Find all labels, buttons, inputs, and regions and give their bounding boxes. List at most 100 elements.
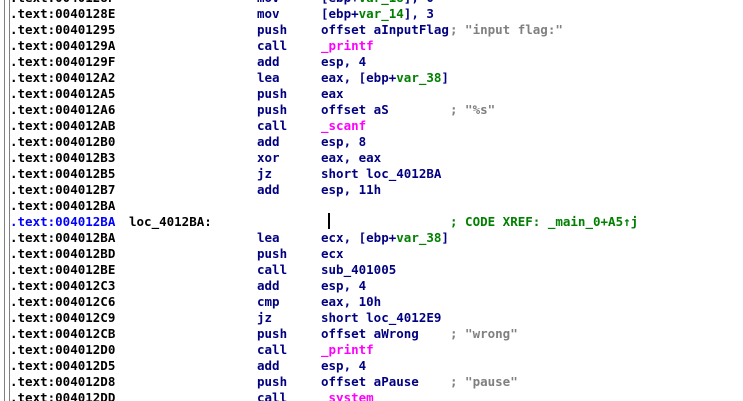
instruction-operands: _printf bbox=[321, 38, 374, 54]
instruction-operands: offset aInputFlag bbox=[321, 22, 449, 38]
disasm-line[interactable]: .text:004012A5 push eax bbox=[0, 86, 743, 102]
line-address: .text:0040128E bbox=[10, 6, 116, 21]
address-segment: .text: bbox=[10, 214, 56, 229]
instruction-mnemonic: call bbox=[257, 342, 288, 357]
instruction-operands: eax, eax bbox=[321, 150, 381, 166]
operand-text: ecx, [ebp+ bbox=[321, 230, 397, 245]
flow-arrow-gutter bbox=[4, 0, 10, 401]
string-comment: ; "wrong" bbox=[450, 326, 518, 341]
address-offset: 004012BA bbox=[55, 214, 116, 229]
instruction-mnemonic: push bbox=[257, 246, 288, 261]
instruction-operands: offset aPause bbox=[321, 374, 419, 390]
instruction-operands: esp, 8 bbox=[321, 134, 366, 150]
line-address: .text:004012D5 bbox=[10, 358, 116, 373]
instruction-mnemonic: push bbox=[257, 374, 288, 389]
instruction-operands: short loc_4012E9 bbox=[321, 310, 441, 326]
operand-text: ] bbox=[441, 230, 449, 245]
instruction-mnemonic: lea bbox=[257, 70, 280, 85]
operand-text: offset aS bbox=[321, 102, 389, 117]
disasm-line[interactable]: .text:004012BA loc_4012BA: ; CODE XREF: _m… bbox=[0, 214, 743, 230]
instruction-mnemonic: lea bbox=[257, 230, 280, 245]
disasm-line[interactable]: .text:004012CB push offset aWrong ; "wrong" bbox=[0, 326, 743, 342]
instruction-operands: [ebp+var_14], 3 bbox=[321, 6, 434, 22]
operand-text: short loc_4012E9 bbox=[321, 310, 442, 325]
instruction-mnemonic: push bbox=[257, 86, 288, 101]
disasm-line[interactable]: .text:004012BA bbox=[0, 198, 743, 214]
disasm-line[interactable]: .text:004012A6 push offset aS ; "%s" bbox=[0, 102, 743, 118]
instruction-operands: _system bbox=[321, 390, 374, 401]
string-comment: ; "%s" bbox=[450, 102, 496, 117]
disasm-line[interactable]: .text:0040128Fmov[ebp+var_18], 0 bbox=[0, 0, 743, 6]
operand-text: offset aPause bbox=[321, 374, 419, 389]
instruction-mnemonic: push bbox=[257, 326, 288, 341]
line-address: .text:004012B5 bbox=[10, 166, 116, 181]
operand-text: eax, eax bbox=[321, 150, 382, 165]
disasm-line[interactable]: .text:004012D5 add esp, 4 bbox=[0, 358, 743, 374]
stack-variable[interactable]: var_38 bbox=[396, 70, 442, 85]
instruction-operands: esp, 11h bbox=[321, 182, 381, 198]
imported-function[interactable]: _scanf bbox=[321, 118, 367, 133]
instruction-mnemonic: add bbox=[257, 358, 280, 373]
operand-text: short loc_4012BA bbox=[321, 166, 442, 181]
disasm-line[interactable]: .text:004012D0 call _printf bbox=[0, 342, 743, 358]
line-address: .text:004012A5 bbox=[10, 86, 116, 101]
xref-comment: ; CODE XREF: _main_0+A5↑j bbox=[450, 214, 639, 229]
disasm-line[interactable]: .text:0040128E mov [ebp+var_14], 3 bbox=[0, 6, 743, 22]
instruction-operands: offset aWrong bbox=[321, 326, 419, 342]
instruction-operands: [ebp+var_18], 0 bbox=[321, 0, 434, 6]
operand-text: ], 0 bbox=[404, 0, 434, 5]
operand-text: esp, 11h bbox=[321, 182, 382, 197]
operand-text: ], 3 bbox=[403, 6, 434, 21]
line-address: .text:004012A6 bbox=[10, 102, 116, 117]
line-address: .text:004012CB bbox=[10, 326, 116, 341]
instruction-operands: sub_401005 bbox=[321, 262, 396, 278]
operand-text: offset aWrong bbox=[321, 326, 419, 341]
instruction-mnemonic: call bbox=[257, 118, 288, 133]
line-address: .text:004012D0 bbox=[10, 342, 116, 357]
instruction-mnemonic: call bbox=[257, 262, 288, 277]
imported-function[interactable]: _printf bbox=[321, 38, 374, 53]
disasm-line[interactable]: .text:004012BA lea ecx, [ebp+var_38] bbox=[0, 230, 743, 246]
code-label[interactable]: loc_4012BA: bbox=[129, 214, 212, 229]
instruction-operands: esp, 4 bbox=[321, 54, 366, 70]
instruction-operands: ecx bbox=[321, 246, 344, 262]
instruction-mnemonic: push bbox=[257, 102, 288, 117]
instruction-mnemonic: add bbox=[257, 54, 280, 69]
instruction-operands: _scanf bbox=[321, 118, 366, 134]
operand-text: offset aInputFlag bbox=[321, 22, 449, 37]
text-cursor bbox=[328, 213, 330, 229]
stack-variable[interactable]: var_14 bbox=[358, 6, 404, 21]
instruction-mnemonic: mov bbox=[257, 6, 280, 21]
instruction-operands: eax bbox=[321, 86, 344, 102]
line-address: .text:004012BA bbox=[10, 230, 116, 245]
stack-variable[interactable]: var_18 bbox=[359, 0, 404, 5]
instruction-mnemonic: add bbox=[257, 278, 280, 293]
line-address: .text:004012A2 bbox=[10, 70, 116, 85]
string-comment: ; "pause" bbox=[450, 374, 518, 389]
instruction-operands: ecx, [ebp+var_38] bbox=[321, 230, 449, 246]
line-address: .text:004012BD bbox=[10, 246, 116, 261]
imported-function[interactable]: _printf bbox=[321, 342, 374, 357]
imported-function[interactable]: _system bbox=[321, 390, 374, 401]
line-address: .text:004012B0 bbox=[10, 134, 116, 149]
stack-variable[interactable]: var_38 bbox=[396, 230, 442, 245]
disasm-line[interactable]: .text:004012BD push ecx bbox=[0, 246, 743, 262]
instruction-operands: esp, 4 bbox=[321, 358, 366, 374]
instruction-operands: eax, 10h bbox=[321, 294, 381, 310]
